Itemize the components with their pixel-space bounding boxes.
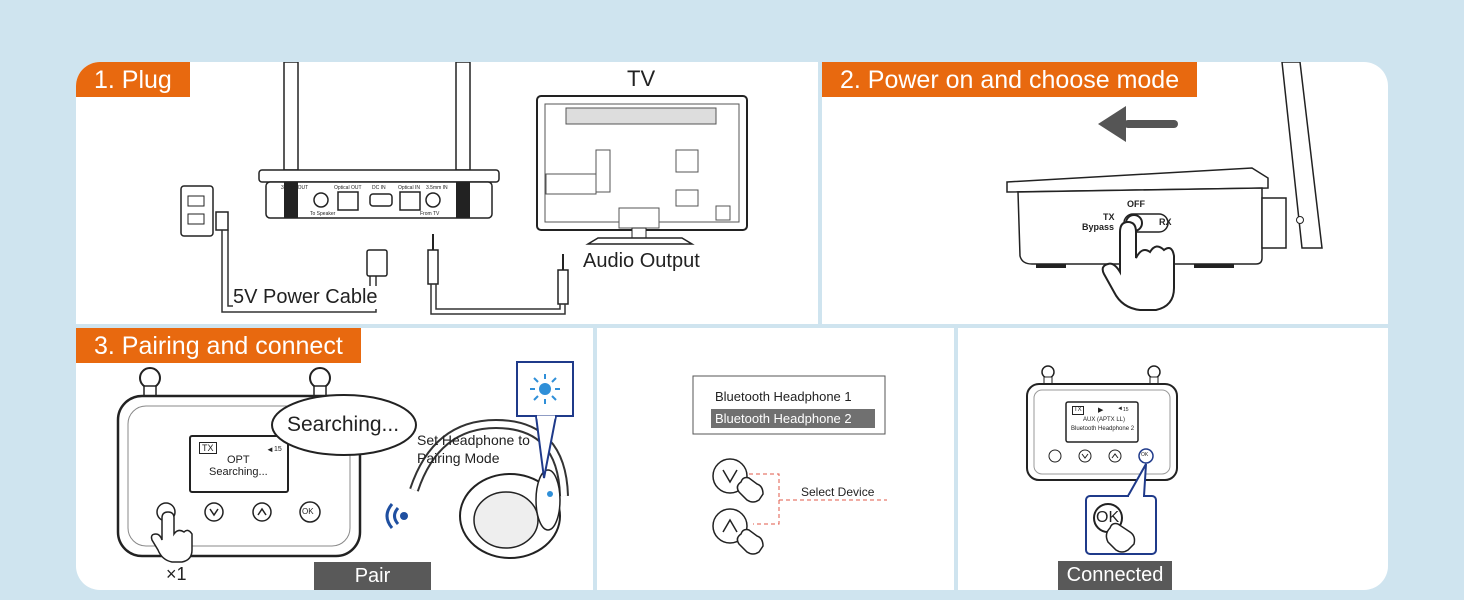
select-device-hint: Select Device [801, 485, 875, 499]
searching-bubble: Searching... [287, 413, 400, 436]
screen-tx-badge-connected: TX [1072, 406, 1084, 415]
pair-illustration [116, 361, 574, 563]
port-label-35out: 3.5mm OUT [281, 185, 309, 191]
port-sub-to-speaker: To Speaker [310, 211, 336, 217]
power-cable-label: 5V Power Cable [233, 286, 378, 309]
port-label-dc-in: DC IN [372, 185, 386, 191]
device-item-2-selected[interactable]: Bluetooth Headphone 2 [715, 411, 852, 426]
screen-volume-connected: 15 [1123, 407, 1129, 413]
power-panel: 2. Power on and choose mode OFF TX Bypas… [822, 62, 1388, 324]
port-label-35in: 3.5mm IN [426, 185, 448, 191]
switch-tx-label: TX [1103, 212, 1115, 222]
step-tag-plug: 1. Plug [76, 62, 190, 97]
screen-mode: OPT [227, 454, 250, 466]
play-icon: ▶ [1098, 407, 1104, 414]
step-tag-pair: 3. Pairing and connect [76, 328, 361, 363]
switch-bypass-label: Bypass [1082, 222, 1115, 232]
tv-label: TV [627, 66, 656, 91]
press-count: ×1 [166, 564, 187, 584]
plug-illustration [180, 62, 748, 315]
ok-button-small[interactable]: OK [1141, 452, 1149, 458]
screen-volume: 15 [274, 446, 282, 453]
audio-output-label: Audio Output [583, 250, 700, 272]
step-tag-power: 2. Power on and choose mode [822, 62, 1198, 97]
caption-connected: Connected [1058, 561, 1172, 590]
port-label-optical-in: Optical IN [398, 185, 420, 191]
ok-button[interactable]: OK [302, 507, 314, 516]
connected-illustration [1026, 365, 1178, 555]
screen-line-codec: AUX (APTX LL) [1083, 417, 1126, 423]
pair-panel: 3. Pairing and connect Searching... TX ◄… [76, 328, 593, 590]
port-label-optical-out: Optical OUT [334, 185, 362, 191]
screen-status: Searching... [209, 466, 268, 478]
plug-panel: 1. Plug TV Audio Output 5V Power Cable 3… [76, 62, 818, 324]
select-illustration [692, 375, 887, 555]
switch-off-label: OFF [1127, 199, 1145, 209]
ok-button-large[interactable]: OK [1096, 509, 1120, 526]
caption-pair: Pair [314, 562, 431, 590]
screen-tx-badge: TX [199, 442, 217, 454]
switch-rx-label: RX [1159, 217, 1172, 227]
headphone-note-line1: Set Headphone to [417, 432, 530, 448]
device-item-1[interactable]: Bluetooth Headphone 1 [715, 389, 852, 404]
volume-icon-connected: ◄ [1117, 406, 1123, 412]
power-illustration [1006, 62, 1323, 311]
volume-icon: ◄ [266, 445, 274, 454]
port-sub-from-tv: From TV [420, 211, 440, 217]
connected-panel: TX ▶ ◄ 15 AUX (APTX LL) Bluetooth Headph… [958, 328, 1388, 590]
select-panel: Bluetooth Headphone 1 Bluetooth Headphon… [597, 328, 954, 590]
headphone-note-line2: Pairing Mode [417, 450, 500, 466]
screen-line-device: Bluetooth Headphone 2 [1071, 426, 1135, 432]
